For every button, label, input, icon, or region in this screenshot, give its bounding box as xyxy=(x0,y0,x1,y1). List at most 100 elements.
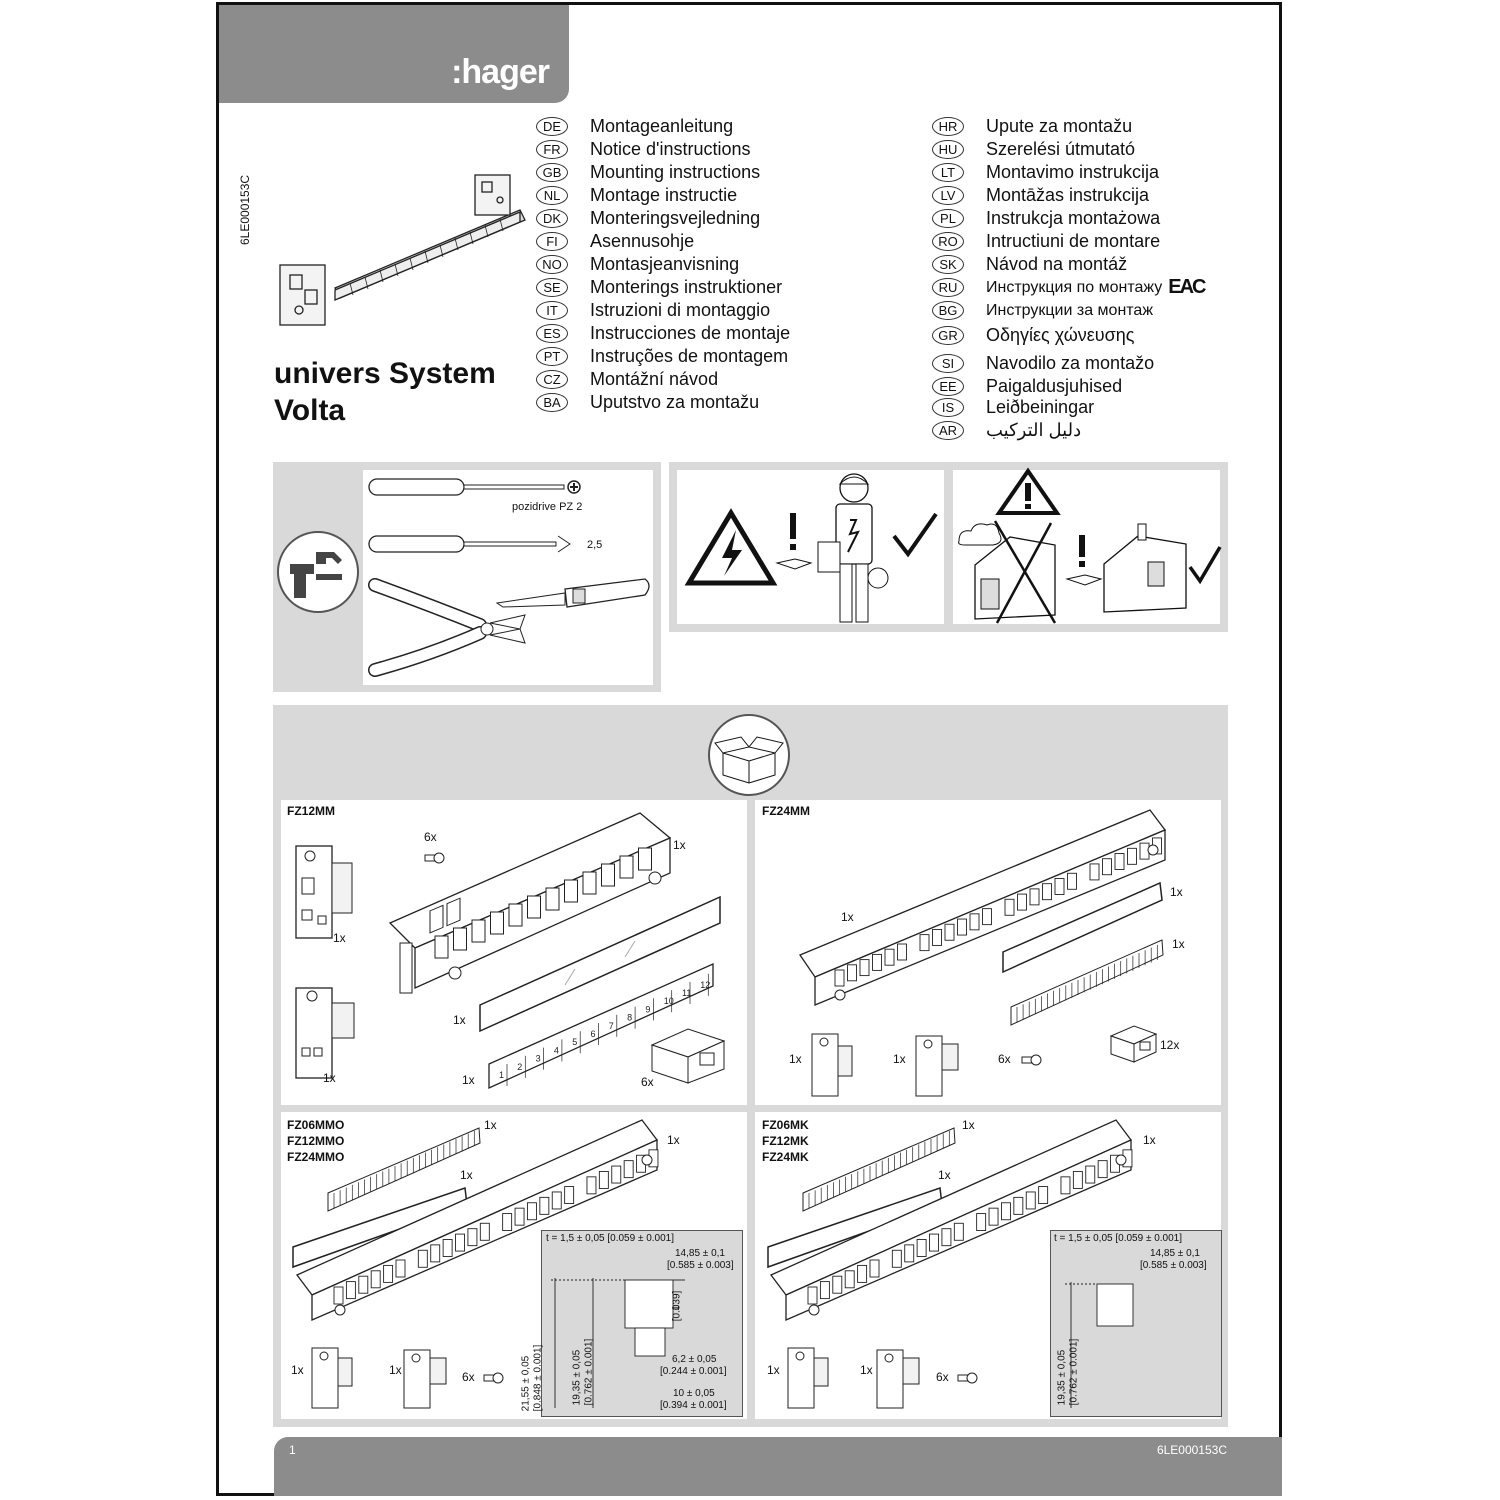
language-title: Montage instructie xyxy=(590,185,738,205)
language-code-badge: PL xyxy=(932,209,964,228)
port-slot xyxy=(619,855,634,879)
screwdriver-pz2-icon xyxy=(368,478,581,496)
width-dimension: 10 ± 0,05 xyxy=(673,1388,715,1399)
label-number: 1 xyxy=(499,1070,504,1080)
language-row: PT Instruções de montagem xyxy=(536,345,788,368)
quantity-label: 6x xyxy=(998,1052,1011,1066)
language-title: دليل التركيب xyxy=(986,420,1082,440)
label-number: 7 xyxy=(609,1021,614,1031)
open-box-icon xyxy=(708,714,790,796)
language-row: IT Istruzioni di montaggio xyxy=(536,299,770,322)
fzmmo-labels: FZ06MMO FZ12MMO FZ24MMO xyxy=(287,1117,344,1165)
language-code-badge: GR xyxy=(932,326,964,345)
language-title: Инструкция по монтажу xyxy=(986,278,1163,296)
patch-panel-frame-illustration xyxy=(769,1119,1133,1321)
quantity-label: 1x xyxy=(1170,885,1183,899)
quantity-label: 1x xyxy=(389,1363,402,1377)
product-overview-illustration xyxy=(279,174,526,326)
port-slot xyxy=(526,1202,537,1221)
language-title: Monterings instruktioner xyxy=(590,277,783,297)
language-code-badge: NO xyxy=(536,255,568,274)
language-code-badge: IT xyxy=(536,301,568,320)
side-cutter-pliers-icon xyxy=(368,578,526,677)
vertical-dimension-inch: [0.848 ± 0.001] xyxy=(532,1344,544,1412)
language-code-badge: IS xyxy=(932,398,964,417)
pozidrive-label: pozidrive PZ 2 xyxy=(512,501,583,513)
quantity-label: 1x xyxy=(667,1133,680,1147)
port-slot xyxy=(383,1264,394,1283)
fz24mm-label: FZ24MM xyxy=(762,804,810,818)
language-title: Montážní návod xyxy=(590,369,719,389)
product-title-line1: univers System xyxy=(274,357,496,390)
port-slot xyxy=(370,1270,381,1289)
label-number: 2 xyxy=(517,1062,522,1072)
language-title: Instruções de montagem xyxy=(590,346,789,366)
mounting-bracket-illustration xyxy=(915,1035,959,1097)
language-title: Intructiuni de montare xyxy=(986,231,1161,251)
port-slot xyxy=(453,927,467,951)
port-slot xyxy=(929,1233,939,1252)
quantity-label: 1x xyxy=(938,1168,951,1182)
language-title: Instrucciones de montaje xyxy=(590,323,791,343)
port-slot xyxy=(601,863,615,887)
language-title: Instrukcja montażowa xyxy=(986,208,1161,228)
mounting-bracket-illustration xyxy=(311,1347,353,1409)
dry-building-icon xyxy=(1103,523,1187,613)
language-title: Paigaldusjuhised xyxy=(986,376,1123,396)
fz12mm-label: FZ12MM xyxy=(287,804,335,818)
width-dimension-inch: [0.585 ± 0.003] xyxy=(1140,1260,1207,1271)
width-dimension: 6,2 ± 0,05 xyxy=(672,1354,717,1365)
port-slot xyxy=(1017,893,1027,911)
language-title: Montageanleitung xyxy=(590,116,734,136)
port-slot xyxy=(1038,1186,1049,1205)
port-slot xyxy=(1025,1191,1036,1210)
language-code-badge: FR xyxy=(536,140,568,159)
checkmark-icon xyxy=(1188,546,1222,585)
language-title: Upute za montažu xyxy=(986,116,1133,136)
window-cover-illustration xyxy=(479,895,721,1033)
label-number: 9 xyxy=(645,1004,650,1014)
port-slot xyxy=(932,928,942,946)
width-dimension-inch: [0.244 ± 0.001] xyxy=(660,1366,727,1377)
port-slot xyxy=(1004,898,1015,916)
quantity-label: 1x xyxy=(291,1363,304,1377)
quantity-label: 1x xyxy=(484,1118,497,1132)
exclamation-pointer-icon xyxy=(775,513,813,570)
port-slot xyxy=(539,1196,550,1215)
port-slot xyxy=(551,1191,562,1210)
port-slot xyxy=(897,943,907,961)
port-slot xyxy=(969,913,980,931)
port-slot xyxy=(859,959,870,977)
port-slot xyxy=(1114,853,1125,870)
port-slot xyxy=(916,1239,927,1257)
utility-knife-icon xyxy=(495,578,650,608)
port-slot xyxy=(976,1213,987,1232)
electrician-figure-icon xyxy=(817,473,889,623)
language-code-badge: PT xyxy=(536,347,568,366)
screw-icon xyxy=(957,1372,978,1384)
quantity-label: 6x xyxy=(641,1075,654,1089)
language-code-badge: SI xyxy=(932,354,964,373)
fz12mmo-label: FZ12MMO xyxy=(287,1134,345,1148)
port-slot xyxy=(953,1222,964,1241)
port-slot xyxy=(417,1249,428,1268)
port-slot xyxy=(1085,1165,1096,1184)
port-slot xyxy=(1072,1170,1083,1189)
vertical-dimension-value: 21,55 ± 0,05 xyxy=(520,1355,532,1412)
quantity-label: 1x xyxy=(323,1071,336,1085)
port-slot xyxy=(434,935,449,959)
language-code-badge: CZ xyxy=(536,370,568,389)
port-slot xyxy=(988,1207,999,1226)
label-strip-illustration xyxy=(802,1127,956,1212)
port-slot xyxy=(611,1165,622,1184)
port-slot xyxy=(395,1259,406,1278)
language-title: Asennusohje xyxy=(590,231,695,251)
language-title: Istruzioni di montaggio xyxy=(590,300,771,320)
language-title: Uputstvo za montažu xyxy=(590,392,760,412)
quantity-label: 1x xyxy=(453,1013,466,1027)
